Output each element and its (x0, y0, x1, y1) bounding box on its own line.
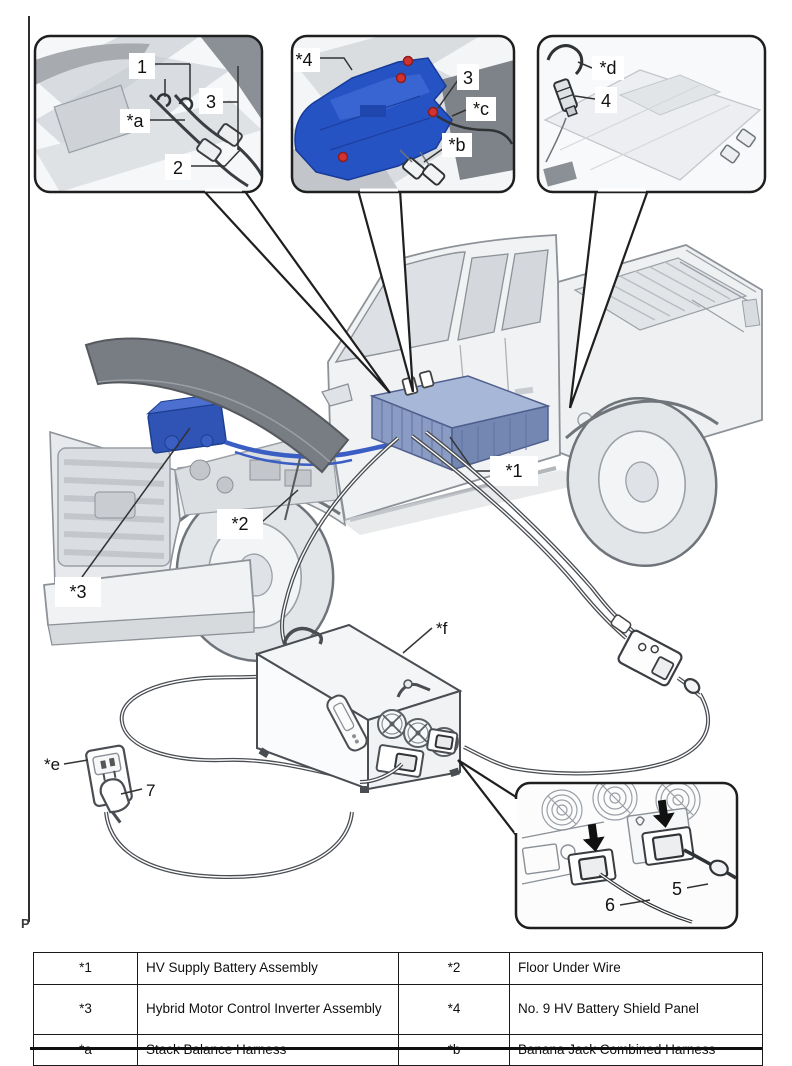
rear-wheel (565, 396, 719, 568)
callout-bolt-3: 3 (463, 68, 473, 88)
service-plug (553, 78, 578, 118)
plug-5 (651, 833, 685, 861)
connector-stub (720, 144, 740, 164)
legend-value: Banana Jack Combined Harness (509, 1034, 763, 1066)
equipment-callouts: *f *e 7 (44, 619, 448, 800)
banana-jack-connector (402, 157, 426, 180)
legend-key: *4 (398, 984, 510, 1035)
page-left-border (28, 16, 30, 922)
shield-bolts (337, 55, 439, 163)
callout-panel-4: *4 (295, 50, 312, 70)
legend-key: *3 (33, 984, 138, 1035)
callout-plug-7: 7 (146, 781, 155, 800)
callout-cable-c: *c (473, 99, 489, 119)
plug-6 (578, 855, 609, 881)
callout-harness-3: 3 (206, 92, 216, 112)
callout-battery-1: *1 (505, 461, 522, 481)
front-side-window (457, 253, 509, 341)
callout-device-f: *f (436, 619, 448, 638)
carry-handle (282, 626, 324, 645)
open-hood (84, 337, 350, 521)
inset-pointer-tails (202, 189, 650, 409)
insert-direction-arrows (582, 799, 675, 852)
inset-connector-detail: 5 6 (457, 759, 739, 930)
table-row: *1 HV Supply Battery Assembly *2 Floor U… (33, 952, 763, 985)
legend-key: *2 (398, 952, 510, 985)
table-bottom-rule (30, 1047, 762, 1050)
control-panel-strip (326, 694, 368, 752)
floor-under-wire-highlight (224, 439, 396, 459)
legend-key: *b (398, 1034, 510, 1066)
receptacle-right (641, 826, 695, 866)
outlet-cable (104, 811, 354, 880)
taillight (741, 298, 761, 328)
callout-inverter-3: *3 (69, 582, 86, 602)
inline-connector (196, 138, 222, 162)
legend-value: HV Supply Battery Assembly (137, 952, 399, 985)
table-row: *3 Hybrid Motor Control Inverter Assembl… (33, 984, 763, 1035)
service-plug-cable (546, 44, 584, 76)
junction-connector-box (617, 629, 683, 687)
hood-prop-rod (284, 457, 301, 521)
callout-outlet-e: *e (44, 755, 60, 774)
wall-outlet (85, 744, 133, 824)
callout-cable-d: *d (599, 58, 616, 78)
power-plug (99, 770, 131, 824)
table-row: *a Stack Balance Harness *b Banana Jack … (33, 1034, 763, 1066)
callout-jack-b: *b (448, 135, 465, 155)
ferrite-bead (709, 859, 729, 877)
callout-wire-2: 2 (173, 158, 183, 178)
legend-value: Hybrid Motor Control Inverter Assembly (137, 984, 399, 1035)
side-mirror (321, 383, 353, 407)
rear-wheel-arch (565, 399, 719, 440)
charge-discharge-device (254, 623, 463, 793)
battery-to-junction-cables (410, 430, 636, 640)
inset3-leader-lines (574, 61, 596, 100)
cable-sleeve (610, 614, 632, 634)
callout-cable-5: 5 (672, 879, 682, 899)
clamp-hook (178, 97, 194, 112)
legend-value: Floor Under Wire (509, 952, 763, 985)
input-receptacle (426, 728, 459, 755)
legend-key: *1 (33, 952, 138, 985)
inset-shield-panel: *4 3 *c *b (290, 34, 516, 194)
ferrite-bead (683, 678, 701, 694)
battery-service-connector (418, 370, 435, 389)
page-footer-letter: P (21, 916, 30, 931)
truck-callouts: *1 *2 *3 (55, 427, 538, 607)
door-handle (514, 386, 534, 396)
clamp-hook (156, 93, 172, 108)
junction-to-device-cable (463, 676, 710, 776)
legend-value: Stack Balance Harness (137, 1034, 399, 1066)
callout-stack-balance-a: *a (126, 111, 144, 131)
legend-key: *a (33, 1034, 138, 1066)
inset-engine-bay: 1 3 *a 2 (33, 34, 264, 194)
callout-cable-6: 6 (605, 895, 615, 915)
callout-floor-wire-2: *2 (231, 514, 248, 534)
callout-plug-4: 4 (601, 91, 611, 111)
input-plug (434, 734, 454, 751)
hv-battery-hookup-diagram: 1 3 *a 2 (33, 34, 767, 930)
emblem (94, 491, 136, 519)
output-receptacle (375, 744, 425, 778)
callout-clamp-1: 1 (137, 57, 147, 77)
battery-loop-cable (119, 436, 400, 782)
banana-jack-connector (422, 163, 446, 186)
check-cable (436, 114, 514, 145)
inline-connector (217, 123, 243, 147)
inset-rear-panel: *d 4 (536, 34, 767, 194)
legend-value: No. 9 HV Battery Shield Panel (509, 984, 763, 1035)
inset1-leader-lines (150, 63, 241, 167)
inset2-leader-lines (320, 57, 467, 163)
connector-stub (736, 128, 756, 148)
rear-side-window (501, 249, 549, 331)
